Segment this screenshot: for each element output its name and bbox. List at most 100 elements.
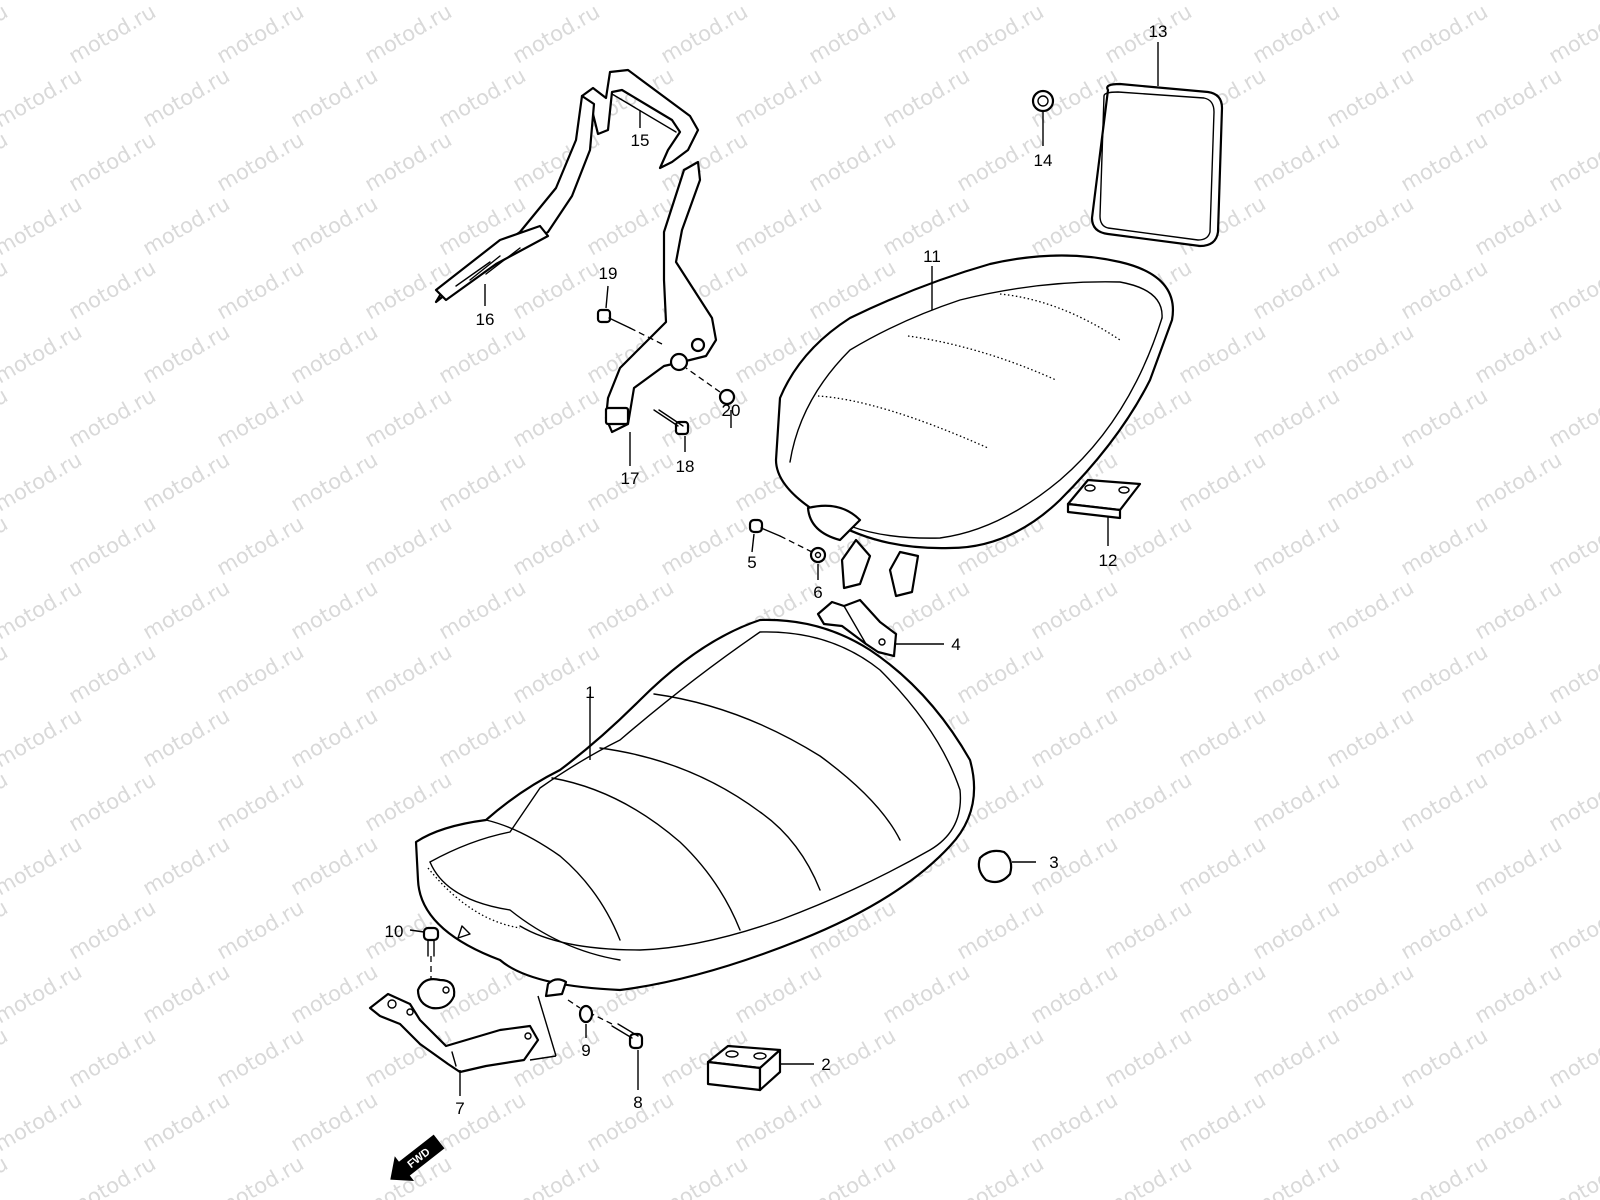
watermark-text: motod.ru: [0, 895, 12, 964]
callout-20: 20: [722, 401, 741, 420]
watermark-text: motod.ru: [657, 0, 752, 68]
watermark-text: motod.ru: [1175, 447, 1270, 516]
callout-7: 7: [455, 1099, 464, 1118]
watermark-text: motod.ru: [1397, 0, 1492, 68]
watermark-text: motod.ru: [435, 575, 530, 644]
watermark-text: motod.ru: [509, 0, 604, 68]
watermark-text: motod.ru: [435, 703, 530, 772]
watermark-text: motod.ru: [1027, 1087, 1122, 1156]
watermark-text: motod.ru: [509, 511, 604, 580]
watermark-text: motod.ru: [435, 63, 530, 132]
watermark-text: motod.ru: [1175, 959, 1270, 1028]
watermark-text: motod.ru: [1323, 191, 1418, 260]
watermark-text: motod.ru: [0, 831, 86, 900]
watermark-text: motod.ru: [361, 511, 456, 580]
watermark-text: motod.ru: [65, 0, 160, 68]
watermark-text: motod.ru: [1249, 0, 1344, 68]
watermark-text: motod.ru: [1471, 575, 1566, 644]
watermark-text: motod.ru: [1545, 511, 1600, 580]
watermark-text: motod.ru: [139, 63, 234, 132]
watermark-text: motod.ru: [213, 127, 308, 196]
watermark-text: motod.ru: [1471, 319, 1566, 388]
watermark-text: motod.ru: [953, 0, 1048, 68]
watermark-text: motod.ru: [1101, 895, 1196, 964]
watermark-text: motod.ru: [1397, 1023, 1492, 1092]
watermark-text: motod.ru: [1545, 127, 1600, 196]
watermark-text: motod.ru: [1323, 0, 1418, 4]
watermark-text: motod.ru: [213, 1151, 308, 1200]
watermark-text: motod.ru: [65, 383, 160, 452]
watermark-text: motod.ru: [731, 0, 826, 4]
callout-11: 11: [923, 247, 941, 266]
part-3-grommet: [977, 849, 1013, 884]
watermark-text: motod.ru: [65, 1151, 160, 1200]
callout-9: 9: [581, 1041, 590, 1060]
callout-12: 12: [1099, 551, 1118, 570]
part-15-sissy-bar-upper: [580, 68, 700, 170]
watermark-text: motod.ru: [435, 1087, 530, 1156]
watermark-text: motod.ru: [1397, 255, 1492, 324]
watermark-text: motod.ru: [805, 127, 900, 196]
watermark-text: motod.ru: [1471, 191, 1566, 260]
watermark-text: motod.ru: [1545, 1151, 1600, 1200]
watermark-text: motod.ru: [361, 383, 456, 452]
watermark-text: motod.ru: [657, 1151, 752, 1200]
watermark-text: motod.ru: [139, 447, 234, 516]
watermark-text: motod.ru: [1249, 1023, 1344, 1092]
callout-3: 3: [1049, 853, 1058, 872]
callout-10: 10: [385, 922, 404, 941]
watermark-text: motod.ru: [287, 63, 382, 132]
watermark-text: motod.ru: [1397, 1151, 1492, 1200]
watermark-text: motod.ru: [1101, 1151, 1196, 1200]
watermark-text: motod.ru: [139, 1087, 234, 1156]
watermark-text: motod.ru: [953, 1023, 1048, 1092]
watermark-text: motod.ru: [361, 639, 456, 708]
watermark-text: motod.ru: [879, 959, 974, 1028]
watermark-text: motod.ru: [1249, 255, 1344, 324]
callout-13: 13: [1149, 22, 1168, 41]
watermark-text: motod.ru: [287, 0, 382, 4]
callout-18: 18: [676, 457, 695, 476]
watermark-text: motod.ru: [1397, 127, 1492, 196]
watermark-text: motod.ru: [213, 511, 308, 580]
part-11-passenger-seat: [774, 254, 1175, 598]
watermark-text: motod.ru: [1471, 959, 1566, 1028]
watermark-text: motod.ru: [1397, 895, 1492, 964]
watermark-text: motod.ru: [139, 191, 234, 260]
watermark-text: motod.ru: [213, 639, 308, 708]
part-5-bolt: [748, 518, 813, 553]
watermark-text: motod.ru: [1323, 703, 1418, 772]
watermark-text: motod.ru: [1249, 511, 1344, 580]
watermark-text: motod.ru: [1027, 831, 1122, 900]
watermark-text: motod.ru: [287, 447, 382, 516]
watermark-text: motod.ru: [1545, 0, 1600, 68]
watermark-text: motod.ru: [287, 1087, 382, 1156]
leader-lines: [409, 42, 1159, 1096]
watermark-text: motod.ru: [1323, 575, 1418, 644]
watermark-text: motod.ru: [0, 703, 86, 772]
watermark-text: motod.ru: [0, 191, 86, 260]
watermark-text: motod.ru: [213, 895, 308, 964]
watermark-text: motod.ru: [1175, 575, 1270, 644]
watermark-text: motod.ru: [1027, 0, 1122, 4]
watermark-text: motod.ru: [509, 383, 604, 452]
watermark-text: motod.ru: [1323, 831, 1418, 900]
watermark-text: motod.ru: [0, 959, 86, 1028]
watermark-text: motod.ru: [0, 1087, 86, 1156]
watermark-text: motod.ru: [1027, 959, 1122, 1028]
watermark-text: motod.ru: [0, 383, 12, 452]
watermark-text: motod.ru: [139, 0, 234, 4]
watermark-text: motod.ru: [1175, 831, 1270, 900]
watermark-text: motod.ru: [287, 191, 382, 260]
watermark-text: motod.ru: [805, 0, 900, 68]
part-19-bolt: [596, 308, 663, 345]
watermark-text: motod.ru: [731, 959, 826, 1028]
watermark-text: motod.ru: [65, 767, 160, 836]
watermark-text: motod.ru: [65, 639, 160, 708]
watermark-text: motod.ru: [213, 1023, 308, 1092]
watermark-text: motod.ru: [65, 511, 160, 580]
watermark-text: motod.ru: [1249, 127, 1344, 196]
callout-2: 2: [821, 1055, 830, 1074]
watermark-text: motod.ru: [139, 831, 234, 900]
watermark-text: motod.ru: [731, 63, 826, 132]
